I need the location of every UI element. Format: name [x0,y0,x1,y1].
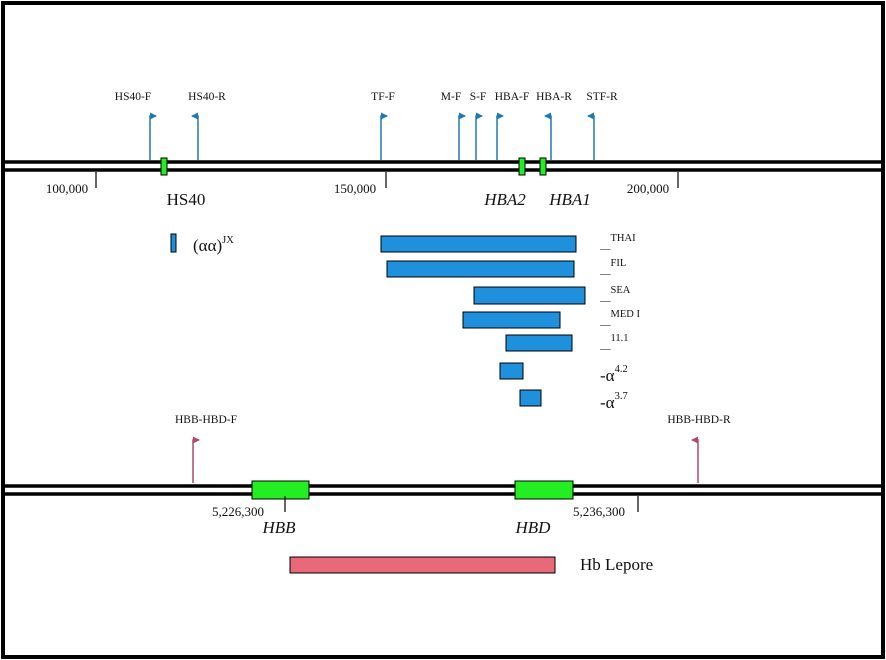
deletion-label-thai: __THAI [599,233,636,251]
primer-label-m-f: M-F [441,91,461,103]
primer-arrow-s-f [475,112,483,160]
primer-label-tf-f: TF-F [371,91,395,103]
alpha-locus: HS40-F HS40-R TF-F M-F S-F HBA-F HBA-R S… [5,91,881,412]
coord-label-5226300: 5,226,300 [212,504,264,519]
primer-label-hs40-r: HS40-R [188,91,226,103]
gene-label-hs40: HS40 [167,190,206,209]
alpha-primer-arrows [149,112,595,160]
deletion-bar-alpha-4-2 [499,362,524,380]
deletion-bar-thai [380,235,577,253]
deletion-bar-sea [473,286,586,305]
coord-label-100000: 100,000 [46,181,88,196]
deletion-label-11-1: __11.1 [599,333,629,351]
primer-label-stf-r: STF-R [586,91,618,103]
primer-label-hba-f: HBA-F [495,91,530,103]
gene-label-hbb: HBB [261,518,296,537]
primer-arrow-tf-f [380,112,388,160]
gene-label-hba1: HBA1 [548,190,591,209]
primer-arrow-hs40-f [149,112,157,160]
coord-label-150000: 150,000 [334,181,376,196]
deletion-bar-alpha-3-7 [519,389,542,407]
fusion-label-hb-lepore: Hb Lepore [580,555,653,574]
gene-label-hbd: HBD [515,518,552,537]
deletion-label-aa-jx: (αα)JX [193,235,234,255]
primer-label-hbb-hbd-f: HBB-HBD-F [175,414,237,426]
deletion-bar-11-1 [505,334,573,352]
deletion-bar-aa-jx [170,233,177,253]
alpha-deletion-labels: (αα)JX __THAI __FIL __SEA __MED I __11.1… [193,233,640,412]
deletion-label-alpha-4-2: -α4.2 [600,364,628,385]
beta-locus: HBB-HBD-F HBB-HBD-R 5,226,300 5,236,300 … [5,414,881,574]
deletion-bar-fil [386,260,575,278]
primer-arrow-stf-r [587,112,595,160]
deletion-label-sea: __SEA [599,285,631,303]
primer-arrow-hba-f [496,112,504,160]
primer-arrow-m-f [458,112,466,160]
primer-arrow-hba-r [544,112,552,160]
deletion-bar-med-i [462,311,561,329]
primer-arrow-hbb-hbd-r [691,436,699,483]
primer-label-hba-r: HBA-R [536,91,572,103]
alpha-deletion-bars [170,233,586,407]
gene-box-hba2 [518,157,526,176]
deletion-label-fil: __FIL [599,258,626,276]
deletion-label-alpha-3-7: -α3.7 [600,391,628,412]
coord-label-5236300: 5,236,300 [573,504,625,519]
deletion-label-med-i: __MED I [599,309,640,327]
primer-label-hs40-f: HS40-F [115,91,151,103]
gene-box-hba1 [539,157,547,176]
gene-label-hba2: HBA2 [483,190,526,209]
coord-label-200000: 200,000 [627,181,669,196]
gene-box-hbd [514,480,574,500]
primer-label-hbb-hbd-r: HBB-HBD-R [667,414,731,426]
alpha-primer-labels: HS40-F HS40-R TF-F M-F S-F HBA-F HBA-R S… [115,91,618,103]
primer-arrow-hs40-r [191,112,199,160]
gene-box-hs40 [160,157,168,176]
gene-box-hbb [251,480,310,500]
fusion-bar-hb-lepore [289,556,556,574]
primer-label-s-f: S-F [470,91,487,103]
primer-arrow-hbb-hbd-f [192,436,200,483]
